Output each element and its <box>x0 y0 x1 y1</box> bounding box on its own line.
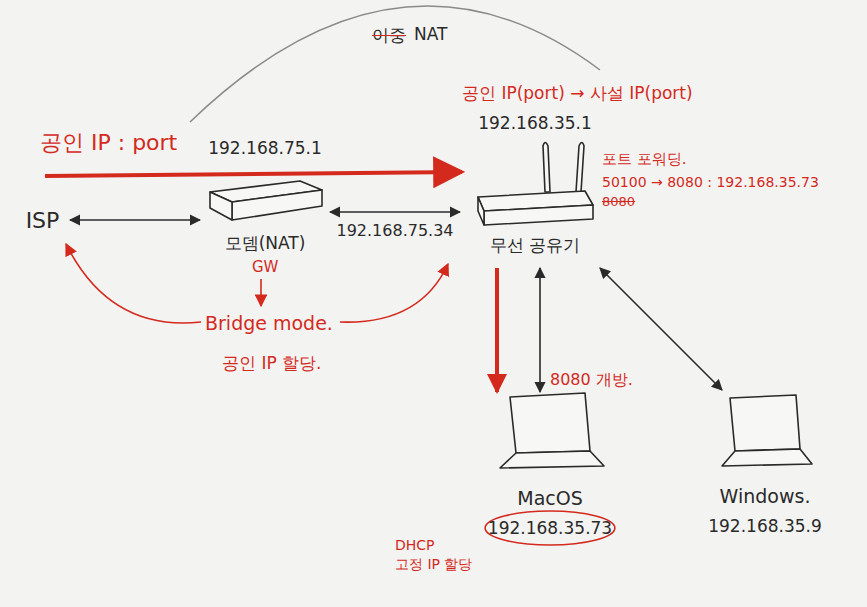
node-text: 192.168.75.1 <box>200 138 330 158</box>
annotation: 공인 IP(port) → 사설 IP(port) <box>462 82 693 105</box>
router-symbol <box>478 143 593 226</box>
device-node: 192.168.75.1 모뎀(NAT) <box>200 138 330 256</box>
connector <box>330 211 460 213</box>
node-text: 무선 공유기 <box>460 234 610 257</box>
annotation: 공인 IP : port <box>40 128 177 158</box>
bridge-arrow <box>66 244 201 323</box>
laptop-symbol <box>500 393 604 468</box>
annotation: DHCP <box>395 537 435 553</box>
connector <box>495 268 499 392</box>
gw-arrow <box>260 279 262 306</box>
network-node: ISP <box>15 205 70 235</box>
traffic-arrow <box>45 172 462 176</box>
modem-symbol <box>210 181 322 220</box>
device-node: MacOS 192.168.35.73 <box>480 392 620 542</box>
bridge-arrow <box>340 264 448 322</box>
node-text: 192.168.35.1 <box>460 113 610 133</box>
nat-arc <box>190 6 600 122</box>
connector <box>70 219 200 221</box>
annotation: NAT <box>414 24 447 44</box>
node-text: 모뎀(NAT) <box>200 232 330 255</box>
annotation: 공인 IP 할당. <box>222 352 321 375</box>
annotation: 8080 개방. <box>550 370 633 391</box>
annotation: 50100 → 8080 : 192.168.35.73 <box>602 174 819 190</box>
annotation: 8080 <box>602 194 635 209</box>
annotation: 고정 IP 할당 <box>395 556 472 574</box>
annotation: 이중 <box>372 24 406 47</box>
laptop-symbol <box>722 395 812 466</box>
connector <box>539 268 541 392</box>
annotation: 포트 포워딩. <box>602 150 687 169</box>
edge-label: 192.168.75.34 <box>334 221 455 240</box>
node-text: 192.168.35.73 <box>480 518 620 538</box>
annotation: Bridge mode. <box>205 312 333 334</box>
node-text: ISP <box>15 208 70 233</box>
device-node: Windows. 192.168.35.9 <box>700 390 830 540</box>
node-text: MacOS <box>480 487 620 509</box>
node-text: 192.168.35.9 <box>700 516 830 536</box>
device-node: 192.168.35.1 무선 공유기 <box>460 113 610 268</box>
node-text: Windows. <box>700 485 830 507</box>
annotation: GW <box>252 258 278 276</box>
